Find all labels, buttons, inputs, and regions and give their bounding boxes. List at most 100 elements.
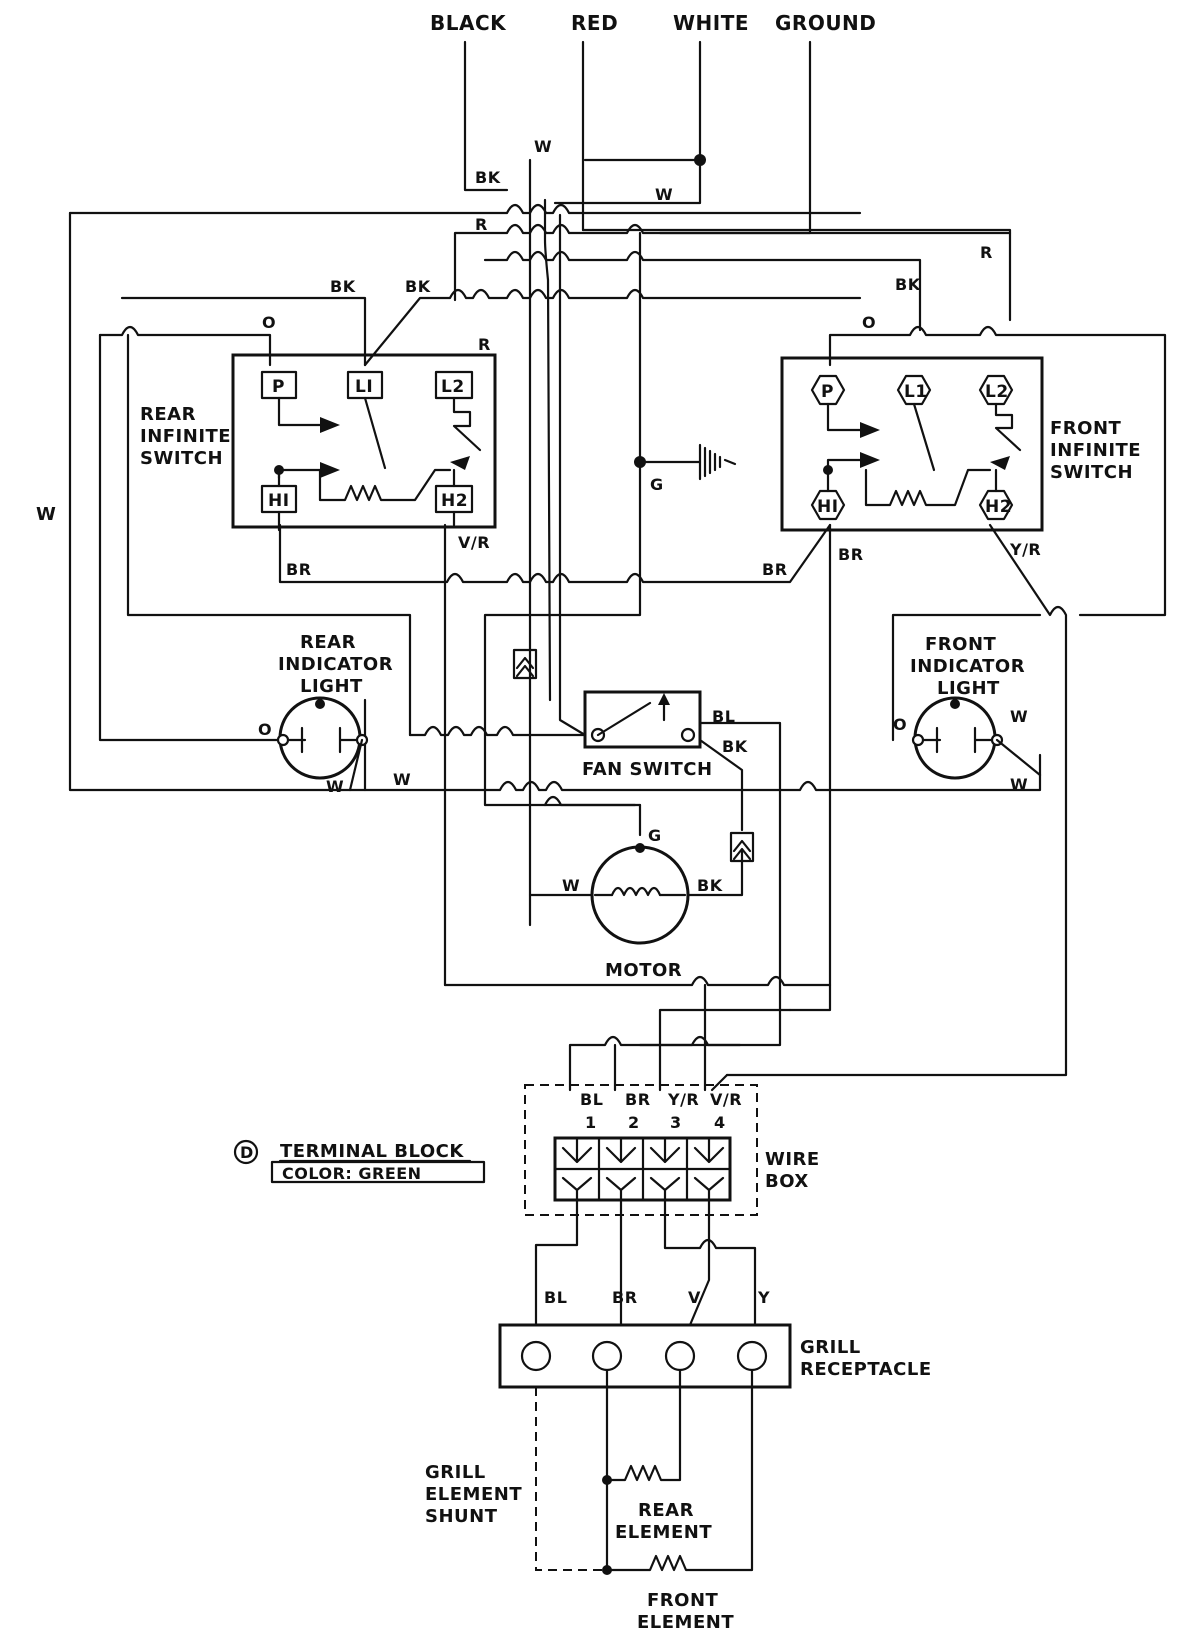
code-bl-rec: BL [544,1288,567,1307]
harness-verticals: G [483,158,737,927]
fan-switch-contact-right [680,727,696,743]
black-lead [463,40,509,192]
front-contact-arrow-2 [860,452,880,468]
rear-infinite-switch: P LI L2 HI H2 REAR INFINITE SWITCH [140,353,497,532]
rear-heater-resistor [277,468,452,502]
rear-bottom-leads [277,510,456,532]
terminal-block-grid [553,1136,732,1202]
white-lead [583,40,702,162]
code-bl-block: BL [580,1090,603,1109]
bus-bk-front [483,250,922,332]
code-y-rec: Y [757,1288,770,1307]
shunt-label-1: GRILL [425,1462,486,1483]
vertical-b [558,213,587,737]
tb-num-2: 2 [628,1113,640,1132]
code-w-white: W [655,185,673,204]
front-terminal-h2 [978,489,1014,521]
v-to-receptacle [688,1198,711,1327]
bus-o-rear [98,325,272,367]
chassis-ground-icon [698,443,737,481]
front-light-label-2: INDICATOR [910,656,1025,677]
label-ground: GROUND [775,11,876,35]
grill-elements: GRILL ELEMENT SHUNT REAR ELEMENT FRONT E… [425,1368,754,1633]
bus-bk-rear-2 [363,288,862,367]
front-label-l1: L1 [904,382,928,402]
rear-indicator-light: REAR INDICATOR LIGHT O W [258,632,393,796]
rear-element-label-2: ELEMENT [615,1522,712,1543]
yr-to-block [710,1073,729,1092]
fan-switch: FAN SWITCH [582,690,712,780]
front-light-w-lead [995,738,1042,777]
code-r-rear: R [478,335,491,354]
code-g-chassis: G [650,475,664,494]
code-r-front: R [980,243,993,262]
fan-switch-blade [596,701,652,737]
code-bk-fan: BK [722,737,748,756]
bus-o-left-2 [126,333,412,737]
motor-bk-lead [686,848,744,897]
code-o-rear-light: O [258,720,272,739]
front-heater-resistor [864,468,992,507]
front-label-l2: L2 [985,382,1009,402]
front-label-p: P [821,382,834,402]
rear-l2-cam [452,396,482,452]
note-marker-circle [233,1139,259,1165]
front-label-h2: H2 [985,497,1012,517]
code-vr-rear: V/R [458,533,490,552]
code-br-rec: BR [612,1288,638,1307]
ground-lead [658,40,812,235]
shunt-label-3: SHUNT [425,1506,498,1527]
label-white: WHITE [673,11,749,35]
rear-l1-blade [363,396,387,470]
bus-mid [408,725,587,737]
front-switch-label-1: FRONT [1050,418,1122,439]
front-light-o-lead [891,613,1042,742]
code-bk-top: BK [475,168,501,187]
receptacle-body [498,1323,792,1389]
rear-label-h1: HI [268,491,290,511]
code-o-rear: O [262,313,276,332]
front-light-label-1: FRONT [925,634,997,655]
receptacle-pin-4 [736,1340,768,1372]
code-br-front-2: BR [838,545,864,564]
receptacle-pin-3 [664,1340,696,1372]
rear-switch-label-1: REAR [140,404,196,425]
wire-box-label-1: WIRE [765,1149,820,1170]
front-h1-junction [823,465,833,475]
rear-light-label-1: REAR [300,632,356,653]
note-color: COLOR: GREEN [282,1164,422,1183]
rear-light-label-2: INDICATOR [278,654,393,675]
front-infinite-switch: P L1 L2 HI H2 FRONT INFINITE SWITCH [780,356,1141,532]
vertical-a [543,198,552,702]
thermal-fuse-2 [729,831,755,863]
code-bk-rear-2: BK [405,277,431,296]
rear-label-l2: L2 [441,377,465,397]
grill-element-shunt [535,1387,607,1571]
code-r-top: R [475,215,488,234]
motor-coil [610,886,662,897]
rear-switch-label-2: INFINITE [140,426,231,447]
code-br-front: BR [762,560,788,579]
rear-light-dot [315,699,325,709]
rear-label-l1: LI [355,377,373,397]
bus-bk-rear [120,296,367,367]
yr-down [725,523,1068,1077]
front-light-electrodes [918,726,997,754]
front-element-resistor [605,1368,754,1572]
rear-light-label-3: LIGHT [300,676,363,697]
bus-vr-bottom [443,975,832,987]
bus-bl-bottom [568,1035,742,1092]
terminal-block-arrows [561,1136,725,1164]
motor: MOTOR [590,843,690,981]
rear-light-lamp [278,696,362,780]
wire-box-label-2: BOX [765,1171,809,1192]
front-light-terminal-left [911,733,925,747]
front-p-lead [826,402,862,432]
note-marker: D [240,1143,254,1162]
label-black: BLACK [430,11,507,35]
fan-switch-actuator-tip [658,693,670,705]
receptacle-label-2: RECEPTACLE [800,1359,932,1380]
fan-bk-lead [698,738,744,832]
